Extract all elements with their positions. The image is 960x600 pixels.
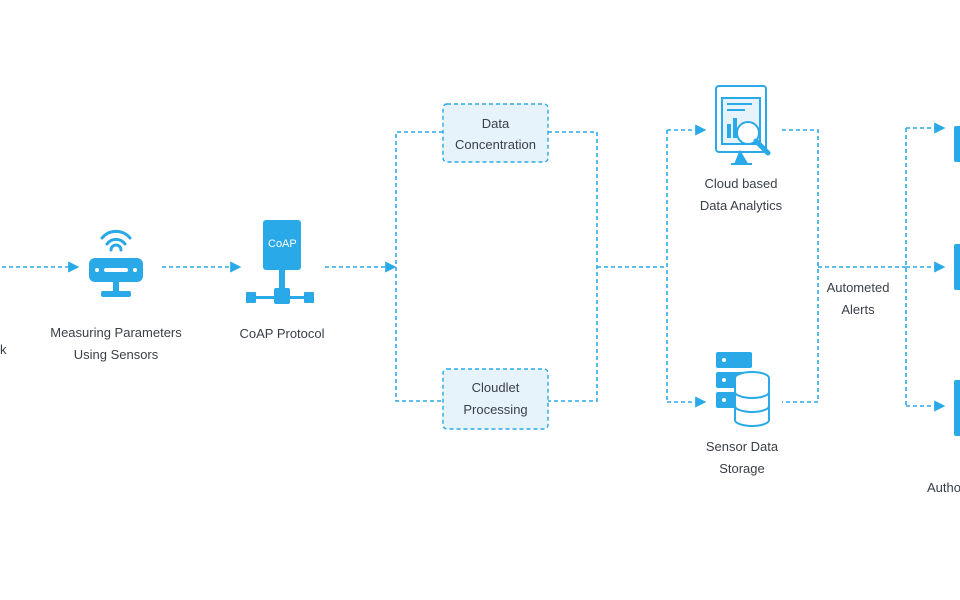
cloud-analytics-line1: Cloud based [704,176,778,191]
cloud-analytics-line2: Data Analytics [699,198,783,213]
cloudlet-processing-line2: Processing [463,402,528,417]
sensors-label-line2: Using Sensors [73,347,159,362]
network-partial-label: k [0,342,7,357]
merge-bracket-right [548,131,598,402]
cloudlet-processing-box [442,368,549,430]
coap-server-icon [246,220,314,304]
cloudlet-processing-line1: Cloudlet [471,380,520,395]
monitor-magnifier-icon [715,85,771,165]
sensors-label-line1: Measuring Parameters [50,325,182,340]
partial-output-icon-mid [954,244,960,290]
data-concentration-line2: Concentration [455,137,536,152]
data-concentration-box [442,103,549,163]
wifi-router-icon [89,229,143,297]
connectors [2,122,946,412]
partial-output-icon-bottom [954,380,960,436]
sensor-storage-line2: Storage [719,461,765,476]
alerts-line2: Alerts [841,302,875,317]
partial-output-icon-top [954,126,960,162]
database-server-icon [716,352,770,427]
alerts-line1: Autometed [826,280,890,295]
merge-bracket-2 [782,129,819,403]
authority-partial-label: Autho [927,480,960,495]
coap-icon-text: CoAP [268,238,297,250]
coap-label: CoAP Protocol [239,326,325,341]
sensor-storage-line1: Sensor Data [705,439,779,454]
data-concentration-line1: Data [481,116,510,131]
split-bracket-left [395,131,443,402]
